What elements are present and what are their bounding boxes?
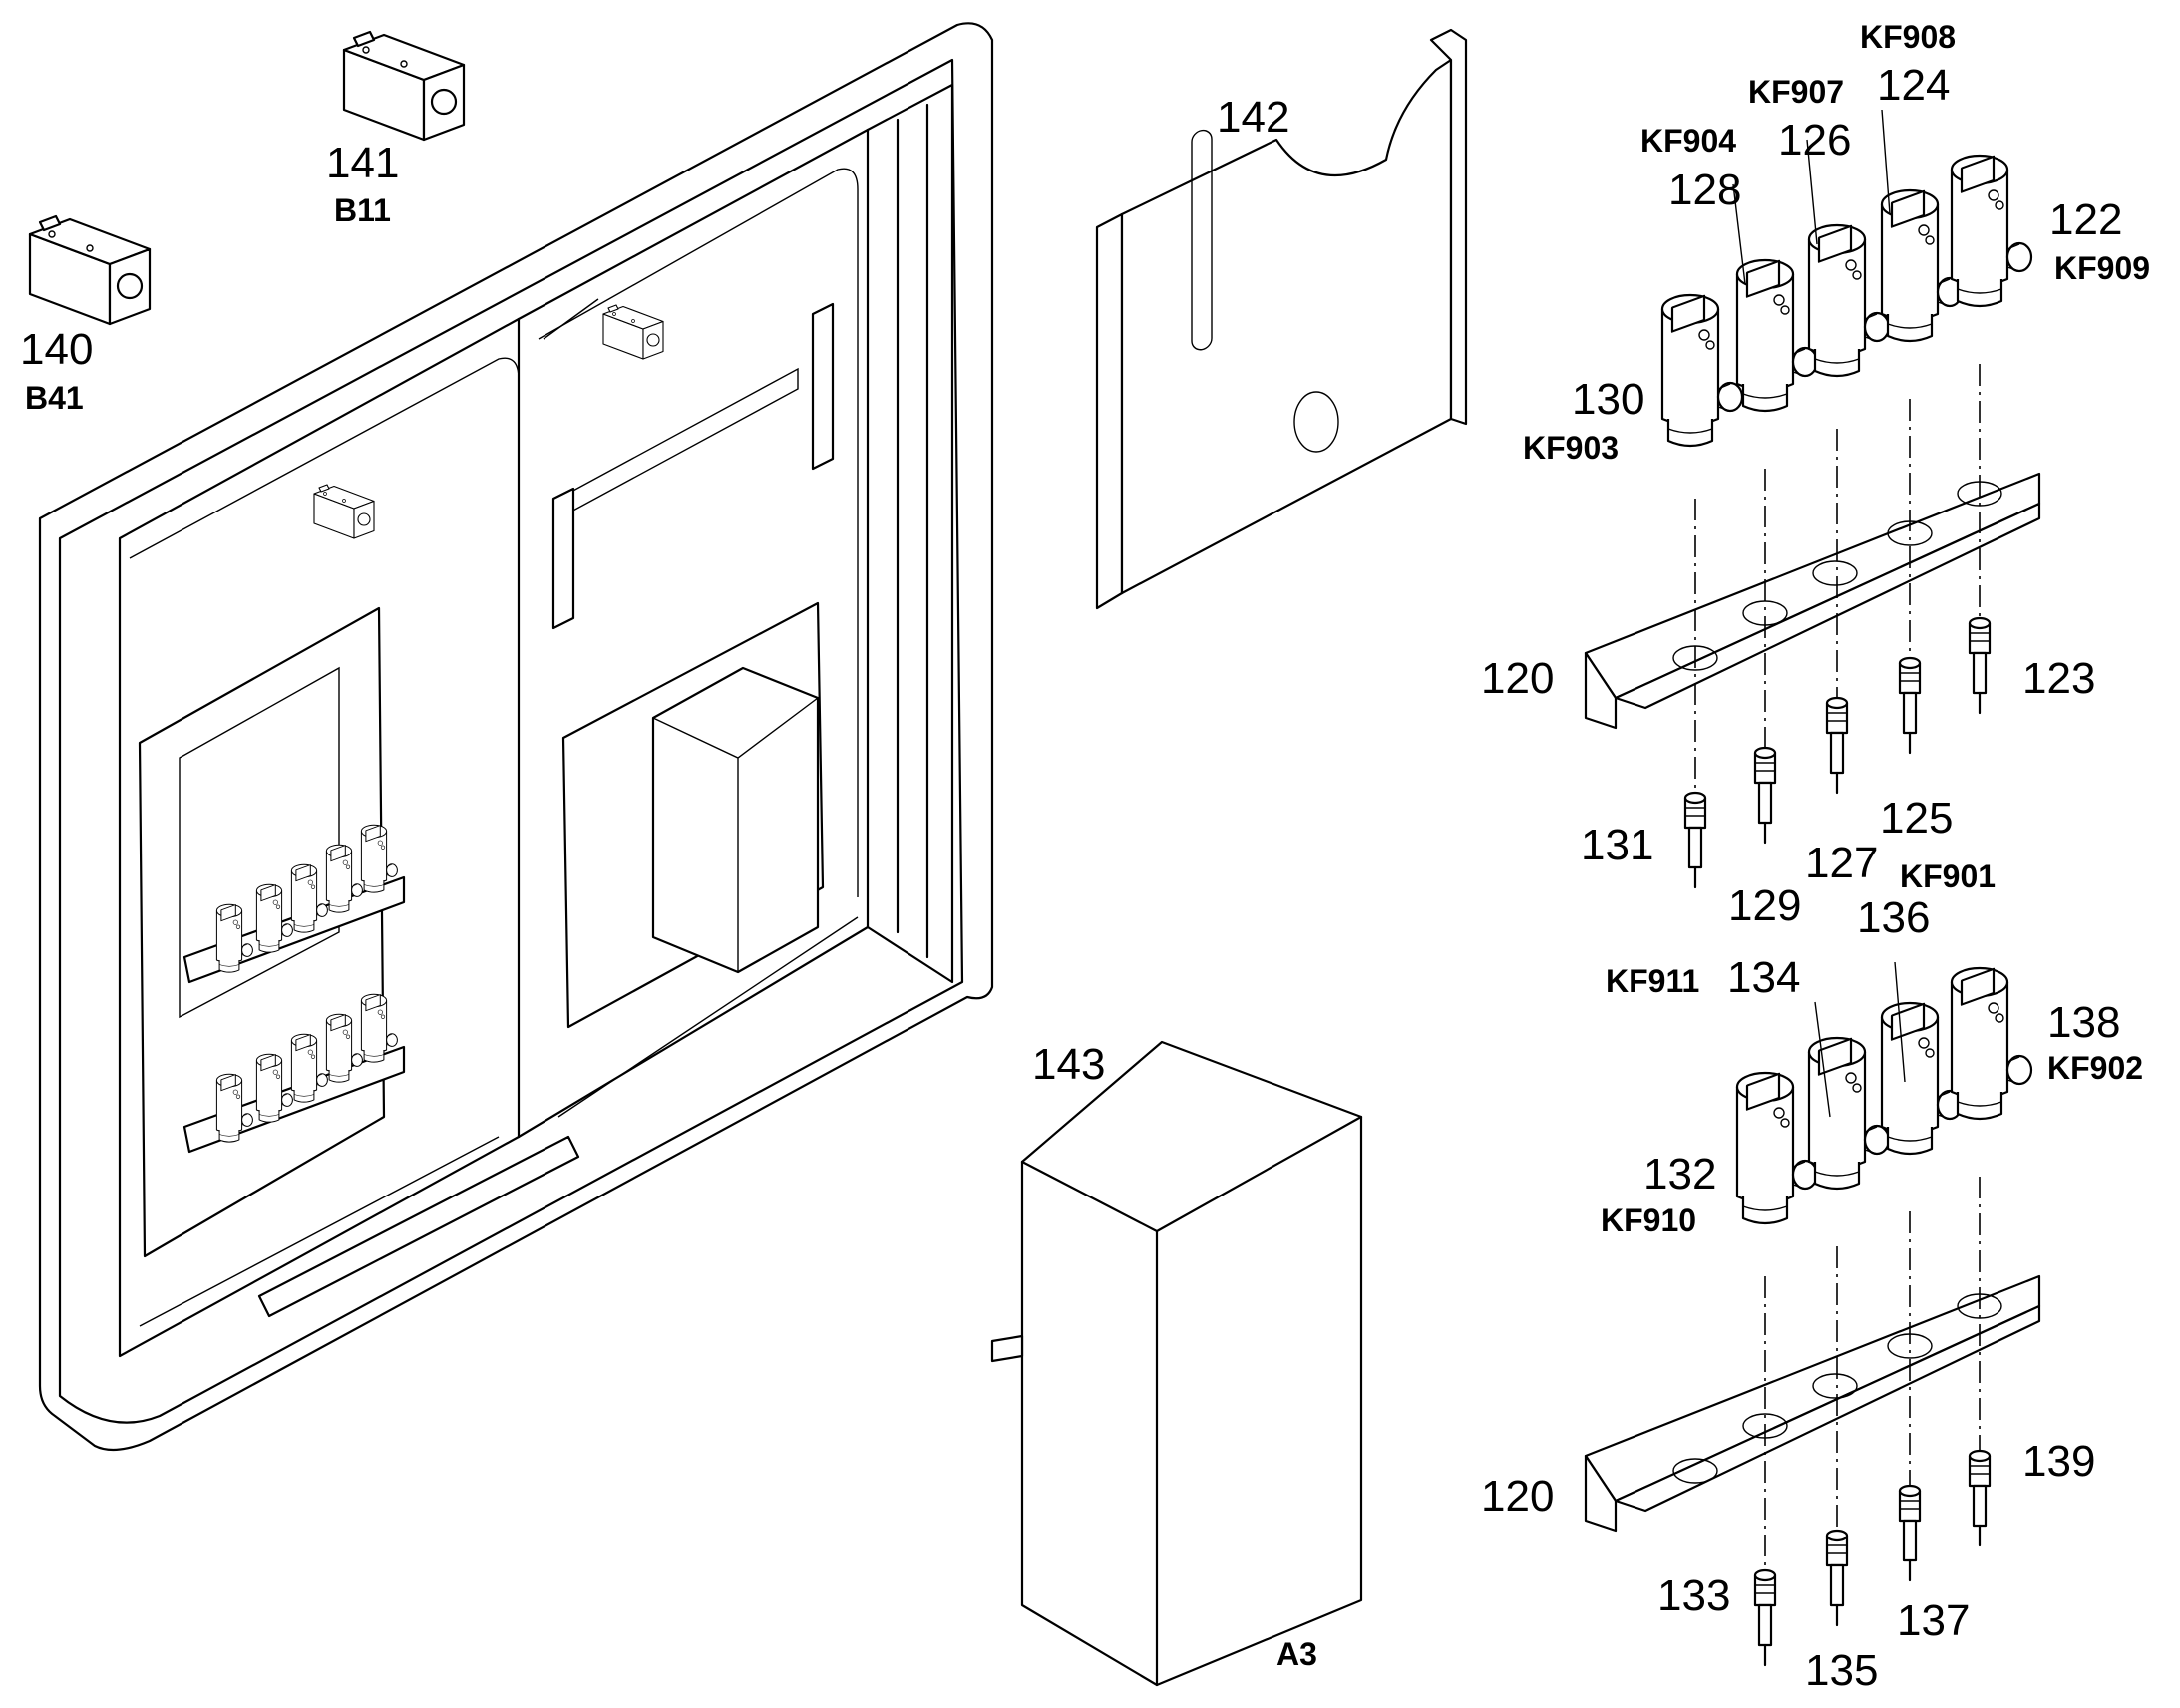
plug-131 (1683, 791, 1707, 889)
label-130: 130 (1572, 375, 1644, 424)
label-131: 131 (1581, 821, 1653, 869)
label-kf904: KF904 (1640, 123, 1736, 159)
sensor-126 (1807, 223, 1891, 378)
label-124: 124 (1877, 61, 1950, 110)
cover-box-143 (990, 1040, 1363, 1687)
label-136: 136 (1857, 893, 1930, 942)
plug-133 (1753, 1568, 1777, 1667)
main-panel-housing (38, 22, 994, 1452)
label-141: 141 (326, 139, 399, 187)
label-kf901: KF901 (1900, 858, 1996, 894)
plug-125 (1898, 656, 1922, 755)
label-b11: B11 (334, 192, 391, 228)
plug-123 (1968, 616, 1992, 715)
label-135: 135 (1805, 1646, 1878, 1695)
axis-lines-upper (1694, 364, 1981, 788)
sensor-136 (1880, 1001, 1964, 1156)
sensor-122 (1950, 154, 2033, 308)
axis-lines-lower (1764, 1177, 1981, 1585)
label-a3: A3 (1276, 1636, 1317, 1672)
sensor-124 (1880, 188, 1964, 343)
label-133: 133 (1657, 1571, 1730, 1620)
plug-137 (1898, 1484, 1922, 1582)
sensor-130 (1660, 293, 1744, 448)
label-142: 142 (1217, 93, 1289, 142)
label-kf910: KF910 (1601, 1202, 1696, 1238)
label-125: 125 (1880, 794, 1953, 843)
photo-sensor-141 (342, 30, 466, 142)
label-139: 139 (2022, 1437, 2095, 1486)
label-kf909: KF909 (2054, 250, 2150, 286)
label-143: 143 (1032, 1040, 1105, 1089)
label-132: 132 (1643, 1150, 1716, 1198)
label-kf911: KF911 (1606, 963, 1699, 999)
label-127: 127 (1805, 839, 1878, 887)
label-122: 122 (2049, 195, 2122, 244)
leader-lines (1732, 109, 1906, 1118)
label-140: 140 (20, 325, 93, 374)
label-123: 123 (2022, 654, 2095, 703)
plug-127 (1825, 696, 1849, 795)
mounting-bracket-142 (1095, 28, 1468, 610)
plug-129 (1753, 746, 1777, 845)
sensor-bracket-lower (1584, 1274, 2041, 1533)
sensor-134 (1807, 1036, 1891, 1191)
label-128: 128 (1668, 166, 1741, 214)
sensor-bracket-upper (1584, 472, 2041, 730)
label-kf902: KF902 (2047, 1050, 2143, 1086)
label-129: 129 (1728, 881, 1801, 930)
label-120-lower: 120 (1481, 1472, 1554, 1521)
label-120-upper: 120 (1481, 654, 1554, 703)
photo-sensor-140 (28, 214, 152, 326)
label-134: 134 (1727, 953, 1800, 1002)
label-kf908: KF908 (1860, 19, 1956, 55)
plug-139 (1968, 1449, 1992, 1547)
sensor-128 (1735, 258, 1819, 413)
label-b41: B41 (25, 380, 84, 416)
label-137: 137 (1897, 1596, 1970, 1645)
plug-135 (1825, 1529, 1849, 1627)
label-kf903: KF903 (1523, 430, 1619, 466)
part-labels: 140 B41 141 B11 142 143 A3 KF908 124 KF9… (20, 19, 2150, 1695)
label-138: 138 (2047, 998, 2120, 1047)
label-kf907: KF907 (1748, 74, 1844, 110)
label-126: 126 (1778, 116, 1851, 165)
sensor-138 (1950, 966, 2033, 1121)
sensor-132 (1735, 1071, 1819, 1225)
